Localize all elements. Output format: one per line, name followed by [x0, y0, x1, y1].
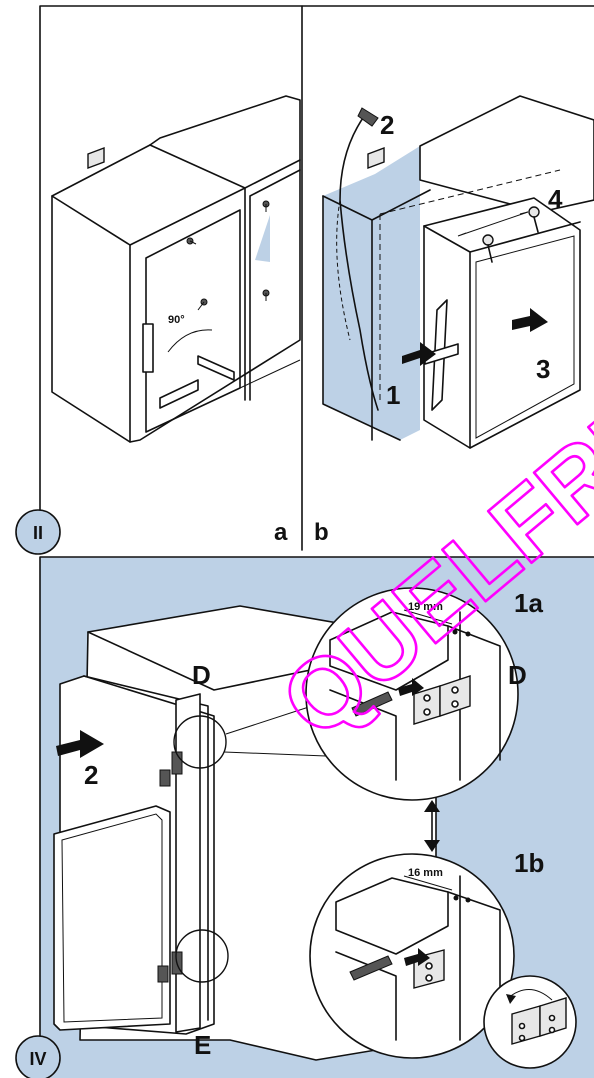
angle-label: 90° [168, 314, 185, 326]
zoom-circle-e [175, 929, 229, 983]
panel-b-label: b [314, 519, 329, 546]
arrow-icon [404, 948, 430, 966]
detail-1b: 16 mm [309, 853, 577, 1069]
zoom-circle-d [173, 715, 227, 769]
spirit-level-horizontal [159, 379, 199, 409]
detail-1b-label: 1b [514, 848, 544, 878]
fridge [423, 197, 581, 449]
panel-a-label: a [274, 519, 288, 546]
socket-icon [87, 146, 105, 170]
section-ii-label: II [33, 523, 43, 543]
arrow-icon [402, 342, 436, 366]
section-iv-badge [15, 1035, 61, 1078]
panel-b-drawing: 1 2 3 4 [322, 95, 594, 449]
step-2-bottom: 2 [84, 760, 98, 790]
fridge-door [53, 805, 171, 1031]
measure-1a: 19 mm [408, 601, 443, 613]
screw-icons [186, 200, 270, 311]
part-d-detail: D [508, 660, 527, 690]
section-iv-label: IV [29, 1049, 46, 1069]
arrow-icon [512, 308, 548, 332]
section-bottom: 2 D E 19 mm D 1a [15, 556, 594, 1078]
panel-a-drawing: 90° [51, 95, 301, 443]
measure-1b: 16 mm [408, 867, 443, 879]
hinge-e-label: E [194, 1030, 211, 1060]
screw-icons-b [482, 206, 540, 263]
step-3: 3 [536, 354, 550, 384]
detail-1a: 19 mm D [305, 587, 527, 801]
section-top: 90° [15, 5, 594, 555]
arrow-icon [398, 678, 424, 696]
section-ii-badge [15, 509, 61, 555]
power-cable [339, 114, 379, 411]
plug-icon [357, 107, 379, 127]
step-1: 1 [386, 380, 400, 410]
detail-1a-label: 1a [514, 588, 543, 618]
step-4: 4 [548, 184, 563, 214]
hinge-d-label: D [192, 660, 211, 690]
arrow-icon [56, 730, 104, 758]
spirit-level-vertical [142, 323, 154, 373]
socket-icon-b [367, 146, 385, 170]
step-2: 2 [380, 110, 394, 140]
double-arrow-icon [424, 800, 440, 852]
